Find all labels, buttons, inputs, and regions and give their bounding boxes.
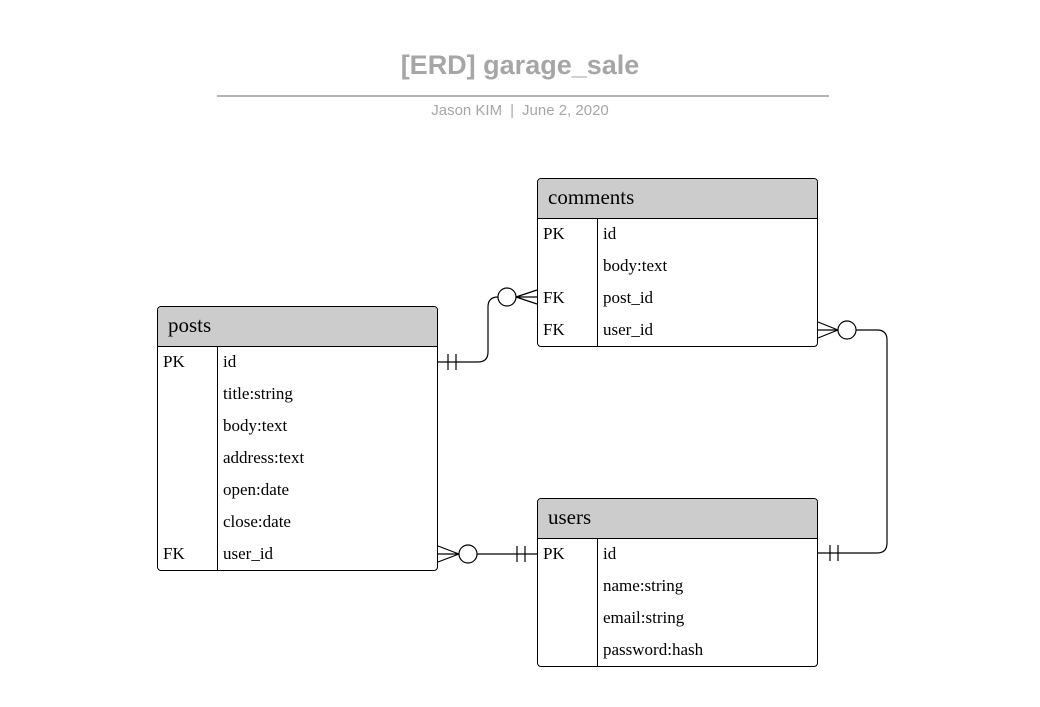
one-and-only-one-marker	[447, 354, 457, 370]
diagram-title: [ERD] garage_sale	[400, 50, 640, 80]
title-divider	[217, 95, 829, 97]
diagram-subtitle: Jason KIM | June 2, 2020	[0, 102, 1040, 119]
column-divider	[597, 219, 598, 346]
attribute-row: email:string	[538, 604, 817, 636]
key-label: PK	[163, 352, 185, 371]
key-label: PK	[543, 224, 565, 243]
attribute-row: address:text	[158, 444, 437, 476]
key-label: FK	[543, 320, 565, 339]
entity-comments-body: PK id body:text FK post_id FK user_id	[538, 219, 817, 346]
attribute-name: body:text	[603, 256, 668, 275]
one-and-only-one-marker	[516, 546, 526, 562]
column-divider	[217, 347, 218, 570]
relationship-posts-comments[interactable]	[438, 287, 538, 370]
attribute-name: open:date	[223, 480, 290, 499]
entity-posts-name: posts	[158, 307, 437, 347]
crows-foot-marker	[817, 321, 839, 339]
attribute-name: address:text	[223, 448, 305, 467]
connector-line	[818, 329, 888, 554]
attribute-name: body:text	[223, 416, 288, 435]
attribute-name: user_id	[603, 320, 654, 339]
entity-users-name: users	[538, 499, 817, 539]
attribute-name: id	[603, 544, 617, 563]
relationship-users-posts[interactable]	[437, 544, 537, 564]
key-label: PK	[543, 544, 565, 563]
entity-users[interactable]: users PK id name:string email:string pass…	[537, 498, 818, 667]
key-label: FK	[543, 288, 565, 307]
attribute-row: title:string	[158, 380, 437, 412]
attribute-row: PK id	[158, 348, 437, 380]
attribute-row: FK user_id	[158, 540, 437, 570]
author-name: Jason KIM	[431, 102, 503, 119]
attribute-row: FK post_id	[538, 284, 817, 316]
attribute-name: name:string	[603, 576, 684, 595]
zero-marker	[497, 287, 517, 307]
attribute-row: password:hash	[538, 636, 817, 666]
entity-comments-name: comments	[538, 179, 817, 219]
column-divider	[597, 539, 598, 666]
zero-marker	[458, 544, 478, 564]
key-label: FK	[163, 544, 185, 563]
attribute-row: PK id	[538, 220, 817, 252]
relationship-users-comments[interactable]	[817, 320, 888, 561]
subtitle-separator: |	[510, 102, 515, 119]
attribute-row: body:text	[538, 252, 817, 284]
crows-foot-marker	[437, 545, 460, 563]
diagram-date: June 2, 2020	[522, 102, 609, 119]
entity-posts-body: PK id title:string body:text address:text…	[158, 347, 437, 570]
attribute-name: id	[603, 224, 617, 243]
attribute-row: FK user_id	[538, 316, 817, 346]
attribute-row: open:date	[158, 476, 437, 508]
zero-marker	[837, 320, 857, 340]
attribute-name: user_id	[223, 544, 274, 563]
attribute-name: email:string	[603, 608, 685, 627]
attribute-name: title:string	[223, 384, 293, 403]
attribute-row: close:date	[158, 508, 437, 540]
attribute-row: name:string	[538, 572, 817, 604]
attribute-name: post_id	[603, 288, 654, 307]
connector-line	[438, 296, 518, 363]
attribute-name: close:date	[223, 512, 291, 531]
attribute-name: id	[223, 352, 237, 371]
attribute-row: PK id	[538, 540, 817, 572]
entity-users-body: PK id name:string email:string password:h…	[538, 539, 817, 666]
one-and-only-one-marker	[829, 545, 839, 561]
crows-foot-marker	[515, 289, 538, 305]
attribute-row: body:text	[158, 412, 437, 444]
entity-comments[interactable]: comments PK id body:text FK post_id FK user…	[537, 178, 818, 347]
entity-posts[interactable]: posts PK id title:string body:text addres…	[157, 306, 438, 571]
attribute-name: password:hash	[603, 640, 704, 659]
